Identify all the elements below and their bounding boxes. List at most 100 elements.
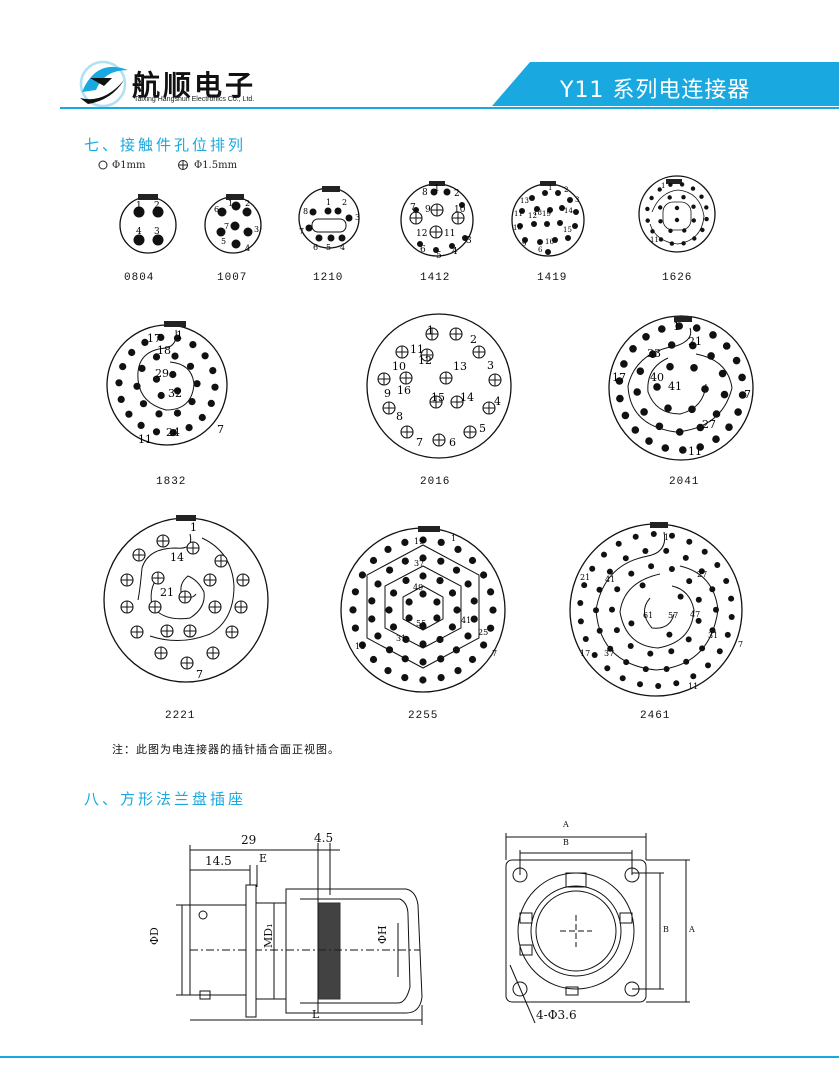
pin-number: 9 xyxy=(425,205,431,215)
pin-number: 3 xyxy=(466,236,472,246)
pin-number: 19 xyxy=(414,537,424,546)
pin-hole xyxy=(666,631,673,638)
pin-number: 6 xyxy=(313,243,318,252)
pin-number: 24 xyxy=(166,426,180,439)
pin-hole xyxy=(645,437,653,445)
pin-hole xyxy=(718,369,727,378)
pin-hole xyxy=(119,363,127,371)
pin-hole xyxy=(673,680,680,687)
pin-number: 1 xyxy=(451,534,456,543)
arrangement-label: 2221 xyxy=(165,710,196,722)
pin-hole xyxy=(734,408,742,416)
pin-number: 7 xyxy=(492,649,497,658)
pin-number: 27 xyxy=(702,418,716,431)
pin-hole xyxy=(738,373,746,382)
pin-hole xyxy=(657,187,662,192)
pin-hole xyxy=(690,673,697,680)
pin-hole xyxy=(152,375,161,383)
pin-hole xyxy=(386,566,394,574)
pin-hole xyxy=(690,364,698,372)
pin-hole xyxy=(401,655,409,663)
pin-number: 49 xyxy=(413,583,423,592)
pin-hole xyxy=(650,531,657,537)
pin-hole xyxy=(675,428,684,436)
pin-hole xyxy=(351,624,359,632)
pin-hole xyxy=(712,410,721,418)
pin-hole xyxy=(701,548,708,555)
pin-hole xyxy=(139,400,148,408)
footer-rule xyxy=(0,1056,839,1058)
pin-hole xyxy=(358,641,366,649)
pin-hole xyxy=(437,538,445,547)
pin-hole xyxy=(686,538,693,545)
pin-hole xyxy=(601,551,607,558)
arrangement-label: 2255 xyxy=(408,710,439,722)
dim-b-top: B xyxy=(563,838,569,847)
pin-hole xyxy=(433,614,441,622)
pin-number: 31 xyxy=(396,634,406,643)
pin-number: 13 xyxy=(355,642,365,651)
pin-hole xyxy=(419,572,427,580)
pin-number: 15 xyxy=(431,391,445,404)
pin-hole xyxy=(596,586,603,593)
pin-hole xyxy=(629,345,637,353)
dim-14-5: 14.5 xyxy=(205,854,232,868)
pin-number: 6 xyxy=(449,436,456,449)
pin-hole xyxy=(655,422,664,431)
pin-hole xyxy=(698,568,705,575)
pin-hole xyxy=(682,228,687,233)
pin-number: 9 xyxy=(384,387,391,400)
pin-hole xyxy=(368,615,376,623)
connector-1412: 8 1 2 9 10 7 3 12 11 6 5 4 xyxy=(400,181,474,261)
pin-hole xyxy=(115,379,123,387)
pin-hole xyxy=(384,545,392,554)
pin-hole xyxy=(209,367,217,375)
pin-number: 17 xyxy=(580,649,590,658)
pin-number: 5 xyxy=(221,237,226,246)
pin-number: 10 xyxy=(454,205,466,215)
pin-hole xyxy=(385,646,394,654)
pin-number: 4 xyxy=(340,243,345,252)
pin-hole xyxy=(401,674,409,682)
pin-hole xyxy=(658,219,663,224)
pin-hole xyxy=(169,429,177,437)
pin-hole xyxy=(436,577,444,585)
pin-hole xyxy=(452,646,460,654)
pin-hole xyxy=(636,367,645,376)
series-title: Y11 系列电连接器 xyxy=(560,78,751,103)
pin-number: 7 xyxy=(196,668,203,681)
company-logo-icon xyxy=(79,60,128,108)
pin-hole xyxy=(696,423,705,432)
arrangement-label: 2016 xyxy=(420,476,451,488)
pin-hole xyxy=(667,341,676,349)
dim-l: L xyxy=(312,1008,320,1021)
pin-hole xyxy=(707,352,715,360)
pin-hole xyxy=(137,421,145,429)
pin-hole xyxy=(709,586,716,593)
company-subtitle: Taixing Hangshun Electronics Co., Ltd. xyxy=(134,96,255,103)
pin-hole xyxy=(419,554,427,562)
pin-hole xyxy=(141,338,149,346)
pin-hole xyxy=(728,614,735,620)
pin-number: 19 xyxy=(542,210,551,218)
dim-phi-d: ΦD xyxy=(148,927,161,945)
pin-number: 11 xyxy=(514,210,523,218)
pin-number: 7 xyxy=(410,203,416,213)
pin-hole xyxy=(351,588,359,596)
pin-hole xyxy=(374,632,382,640)
pin-hole xyxy=(384,667,392,675)
pin-hole xyxy=(712,435,720,444)
dim-a-top: A xyxy=(563,820,569,829)
pin-number: 21 xyxy=(160,586,174,599)
pin-hole xyxy=(709,331,717,339)
pin-hole xyxy=(658,237,664,242)
pin-hole xyxy=(722,342,731,350)
pin-hole xyxy=(661,444,670,452)
pin-hole xyxy=(669,241,675,246)
pin-number: 2 xyxy=(564,186,568,194)
pin-hole xyxy=(619,675,626,682)
pin-hole xyxy=(683,658,690,665)
contact-arrangement-diagrams: 1 2 4 3 6 1 2 7 3 5 4 1 2 8 3 7 6 5 4 xyxy=(103,175,754,697)
pin-hole xyxy=(609,606,615,613)
pin-hole xyxy=(664,404,672,413)
